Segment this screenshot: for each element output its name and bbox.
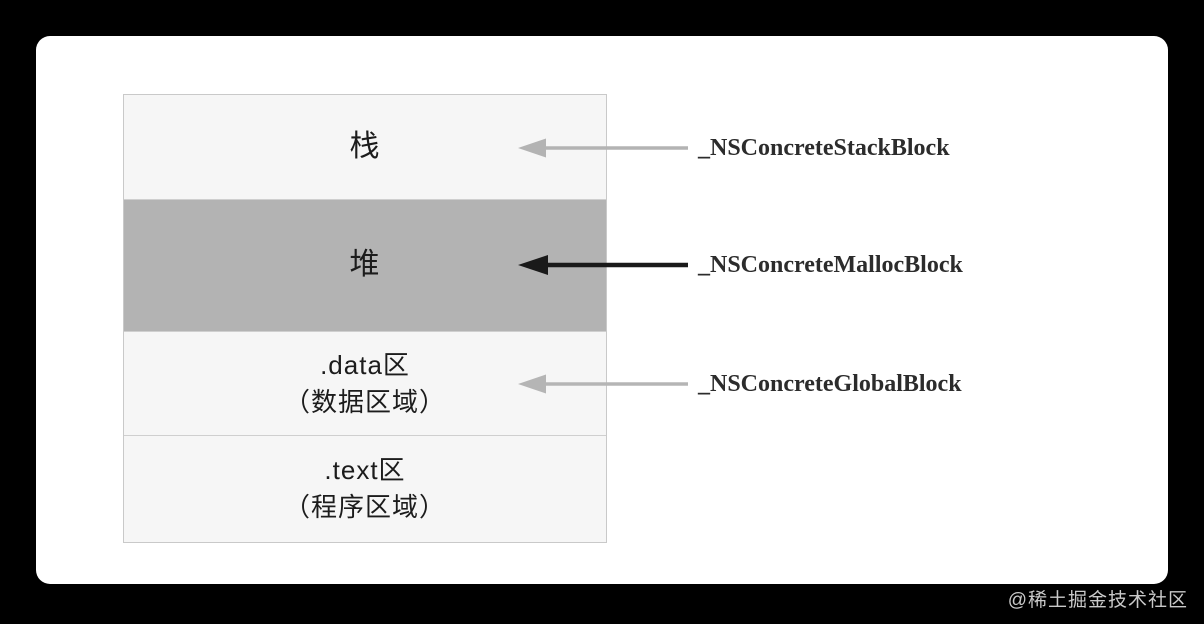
- arrow-left-icon: [518, 255, 688, 275]
- annotation-malloc-block: _NSConcreteMallocBlock: [518, 248, 963, 282]
- memory-block-text-segment: .text区 （程序区域）: [124, 435, 606, 542]
- arrow-left-icon: [518, 138, 688, 158]
- memory-block-heap-label: 堆: [349, 248, 381, 282]
- annotation-stack-block: _NSConcreteStackBlock: [518, 131, 950, 165]
- arrow-left-icon: [518, 374, 688, 394]
- stack-block-label: _NSConcreteStackBlock: [698, 134, 950, 161]
- memory-block-stack-label: 栈: [349, 129, 381, 163]
- juejin-watermark: @稀土掘金技术社区: [1007, 590, 1188, 611]
- global-block-label: _NSConcreteGlobalBlock: [698, 370, 962, 397]
- memory-block-text-label: .text区 （程序区域）: [283, 455, 446, 522]
- diagram-card: 栈 堆 .data区 （数据区域） .text区 （程序区域） _NSConcr…: [36, 36, 1168, 584]
- memory-block-data-label: .data区 （数据区域）: [283, 349, 446, 417]
- malloc-block-label: _NSConcreteMallocBlock: [698, 251, 963, 278]
- annotation-global-block: _NSConcreteGlobalBlock: [518, 367, 962, 401]
